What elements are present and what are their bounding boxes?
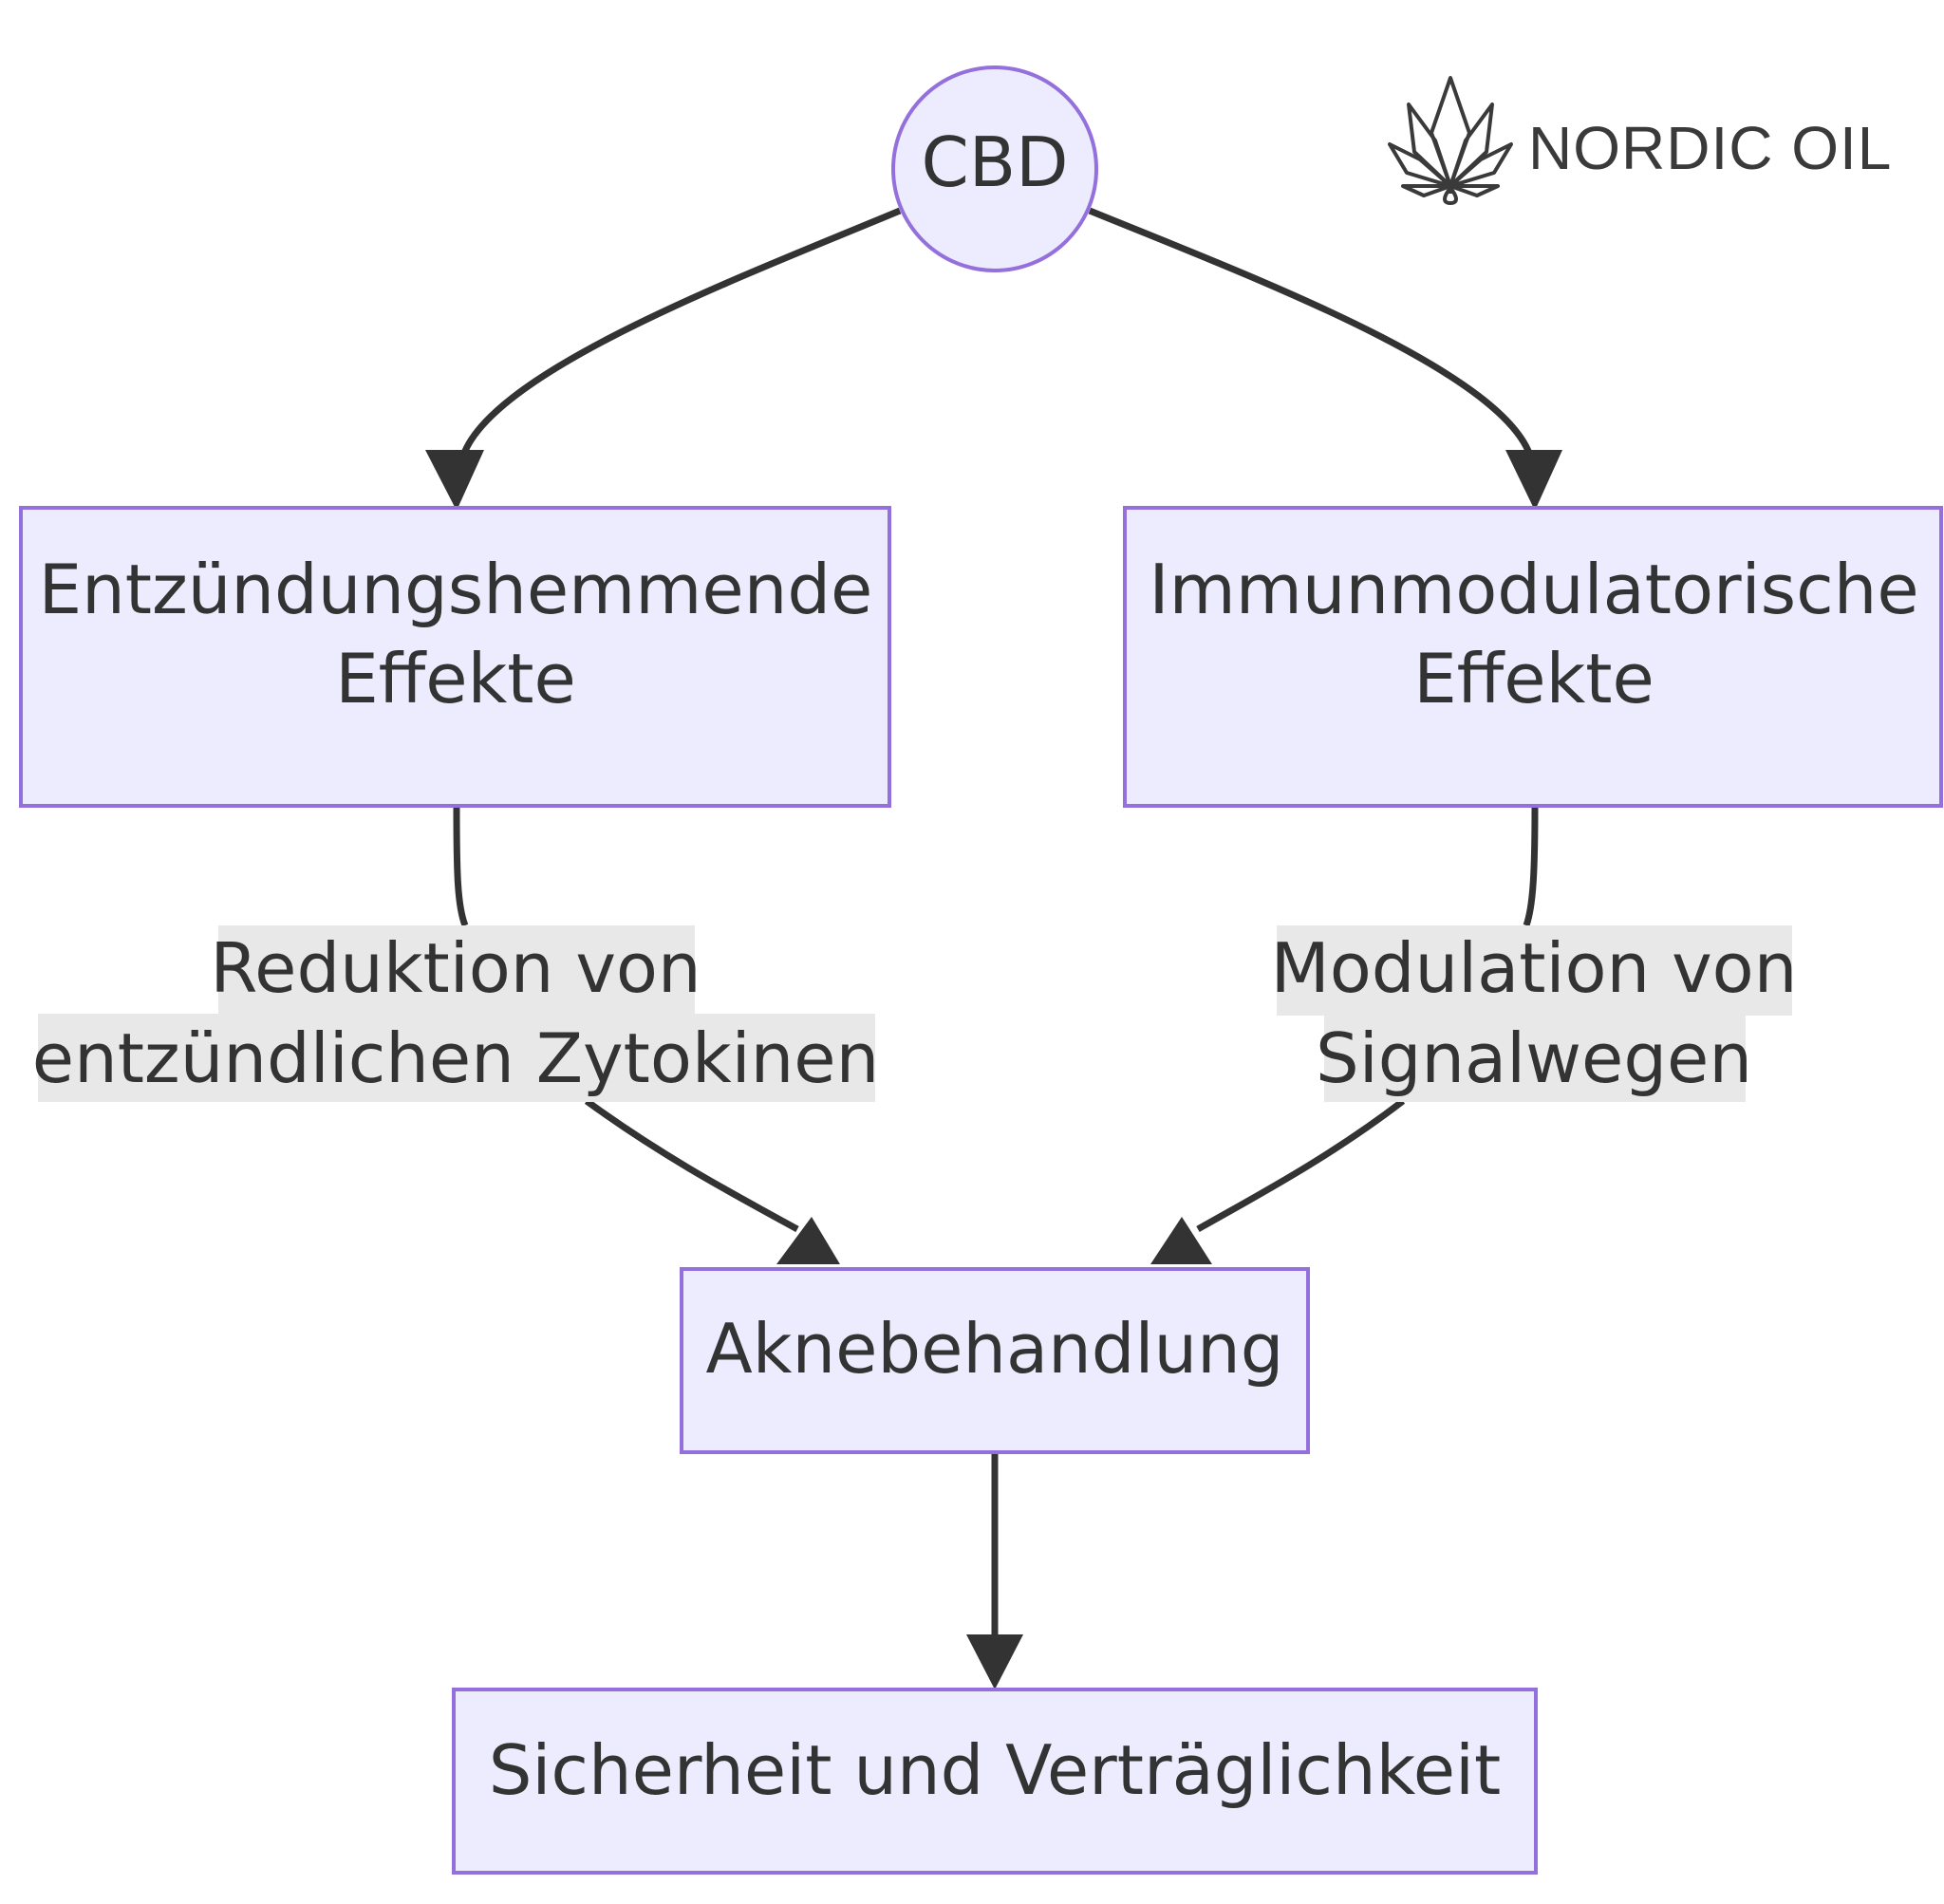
edge-cbd-to-immunomodulatory (1088, 207, 1534, 457)
arrowhead-anti-inflammatory (425, 450, 484, 511)
brand-logo: NORDIC OIL (1388, 76, 1892, 205)
node-label-line: Effekte (335, 639, 576, 719)
node-shape (452, 1688, 1538, 1875)
node-anti-inflammatory: Entzündungshemmende Effekte (19, 506, 891, 808)
edge-label-line: Signalwegen (1316, 1018, 1752, 1098)
brand-name: NORDIC OIL (1528, 114, 1892, 182)
node-cbd: CBD (891, 65, 1098, 272)
edge-label-bg (38, 1014, 875, 1102)
edge-label-line: Reduktion von (210, 928, 701, 1008)
node-shape (1123, 506, 1943, 808)
edges (425, 207, 1562, 1689)
edge-label-bg (1324, 1014, 1746, 1102)
node-label-line: Immunmodulatorische (1149, 550, 1918, 629)
edge-label-signaling: Modulation von Signalwegen (1271, 925, 1798, 1102)
arrowhead-acne-right (1150, 1217, 1212, 1264)
node-label: CBD (921, 122, 1068, 202)
node-shape (680, 1267, 1310, 1454)
node-label: Sicherheit und Verträglichkeit (489, 1730, 1502, 1810)
edge-label-cytokines: Reduktion von entzündlichen Zytokinen (32, 925, 879, 1102)
edge-label-bg (1277, 925, 1792, 1016)
node-label-line: Entzündungshemmende (39, 550, 873, 629)
node-label-line: Effekte (1413, 639, 1654, 719)
edge-immunomodulatory-to-acne (1196, 806, 1539, 1233)
node-acne-treatment: Aknebehandlung (680, 1267, 1310, 1454)
arrowhead-safety (966, 1634, 1023, 1689)
arrowhead-immunomodulatory (1505, 450, 1562, 511)
edge-label-line: Modulation von (1271, 928, 1798, 1008)
edge-cbd-to-anti-inflammatory (459, 207, 902, 457)
arrowhead-acne-left (776, 1217, 840, 1264)
node-shape (19, 506, 891, 808)
cannabis-leaf-icon (1388, 76, 1513, 205)
node-shape (891, 65, 1098, 272)
edge-anti-inflammatory-to-acne (453, 806, 799, 1233)
node-safety: Sicherheit und Verträglichkeit (452, 1688, 1538, 1875)
edge-label-bg (218, 925, 695, 1016)
node-label: Aknebehandlung (706, 1309, 1284, 1389)
edge-label-line: entzündlichen Zytokinen (32, 1018, 879, 1098)
node-immunomodulatory: Immunmodulatorische Effekte (1123, 506, 1943, 808)
